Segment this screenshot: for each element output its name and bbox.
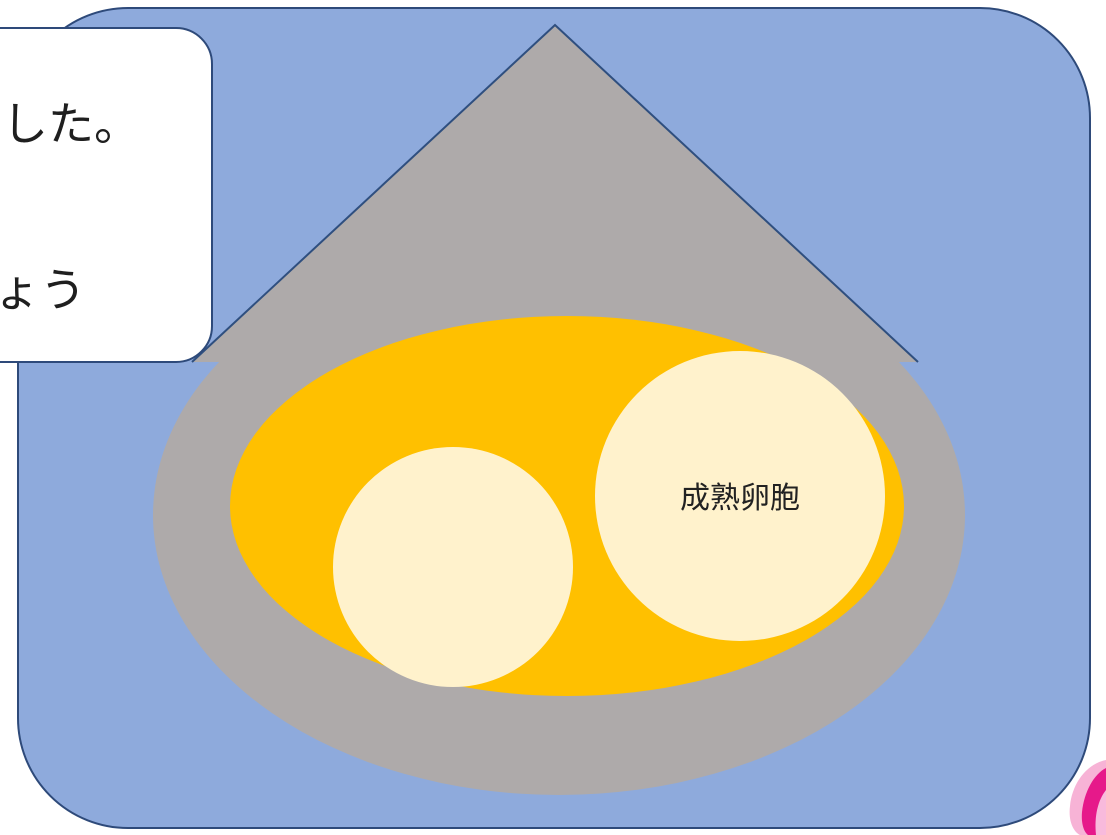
grey-drop-tip [192,25,918,362]
callout-line-1: した。 [2,97,140,151]
flower-logo-icon [1069,760,1106,835]
callout-line-2: ょう [0,263,86,317]
mature-follicle [595,351,885,641]
grey-drop-outline [191,23,919,363]
small-follicle [333,447,573,687]
mature-follicle-label: 成熟卵胞 [680,481,800,516]
callout-box [0,27,213,363]
